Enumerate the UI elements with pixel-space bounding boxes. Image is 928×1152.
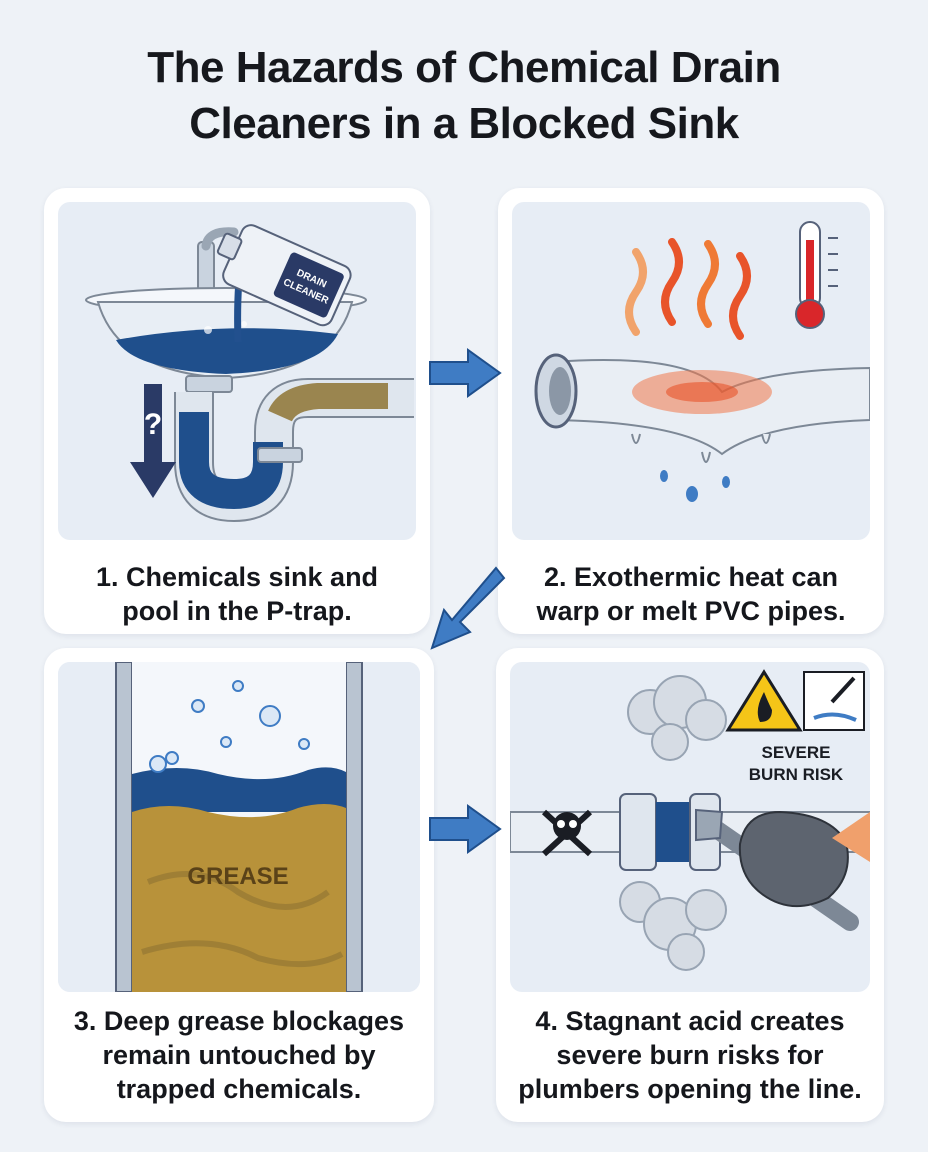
corrosive-warning-icon (803, 671, 865, 731)
burn-risk-illustration: SEVERE BURN RISK (510, 662, 870, 992)
step-card-3: GREASE 3. Deep grease blockages remain u… (44, 648, 434, 1122)
arrow-step-3-to-4 (429, 804, 502, 854)
fire-warning-icon (725, 669, 803, 732)
title-line-2: Cleaners in a Blocked Sink (189, 99, 739, 148)
warning-line-2: BURN RISK (749, 765, 844, 784)
thermometer-icon (795, 221, 838, 329)
step-2-line-1: 2. Exothermic heat can (543, 562, 839, 592)
step-1-line-1: 1. Chemicals sink and (95, 562, 379, 592)
warped-pvc-pipe (534, 353, 870, 463)
steam-cloud-icon (619, 675, 727, 971)
step-4-caption: 4. Stagnant acid creates severe burn ris… (506, 1004, 874, 1106)
skull-crossbones-icon (541, 809, 593, 857)
bubbles-icon (149, 680, 310, 773)
p-trap-pipe (174, 375, 414, 523)
grease-label: GREASE (187, 863, 288, 890)
step-card-4: SEVERE BURN RISK (496, 648, 884, 1122)
warning-line-1: SEVERE (762, 743, 831, 762)
page-title: The Hazards of Chemical Drain Cleaners i… (0, 40, 928, 152)
title-line-1: The Hazards of Chemical Drain (147, 43, 781, 92)
step-card-2: 2. Exothermic heat can warp or melt PVC … (498, 188, 884, 634)
step-1-line-2: pool in the P-trap. (122, 596, 352, 626)
melt-drips-icon (660, 470, 730, 502)
step-card-1: DRAIN CLEANER ? 1. Chemicals sink and po… (44, 188, 430, 634)
step-3-line-3: trapped chemicals. (116, 1074, 362, 1104)
step-4-line-2: severe burn risks for (556, 1040, 824, 1070)
heat-waves-icon (625, 238, 751, 340)
sink-illustration: DRAIN CLEANER ? (58, 202, 416, 540)
step-4-line-1: 4. Stagnant acid creates (535, 1006, 845, 1036)
arrow-step-1-to-2 (429, 348, 502, 398)
glove-icon (738, 810, 870, 908)
step-3-line-2: remain untouched by (102, 1040, 376, 1070)
melting-pipe-illustration (512, 202, 870, 540)
arrow-step-2-to-3 (430, 566, 506, 650)
step-1-caption: 1. Chemicals sink and pool in the P-trap… (54, 560, 420, 628)
step-2-line-2: warp or melt PVC pipes. (536, 596, 846, 626)
step-3-caption: 3. Deep grease blockages remain untouche… (54, 1004, 424, 1106)
step-4-line-3: plumbers opening the line. (518, 1074, 862, 1104)
drain-cleaner-bottle-icon: DRAIN CLEANER (216, 224, 352, 327)
question-mark: ? (144, 408, 162, 441)
step-2-caption: 2. Exothermic heat can warp or melt PVC … (508, 560, 874, 628)
sinking-arrow-icon: ? (130, 384, 176, 498)
grease-blockage-illustration: GREASE (58, 662, 420, 992)
step-3-line-1: 3. Deep grease blockages (73, 1006, 405, 1036)
faucet-icon (197, 227, 239, 293)
chemical-layer (132, 767, 346, 812)
